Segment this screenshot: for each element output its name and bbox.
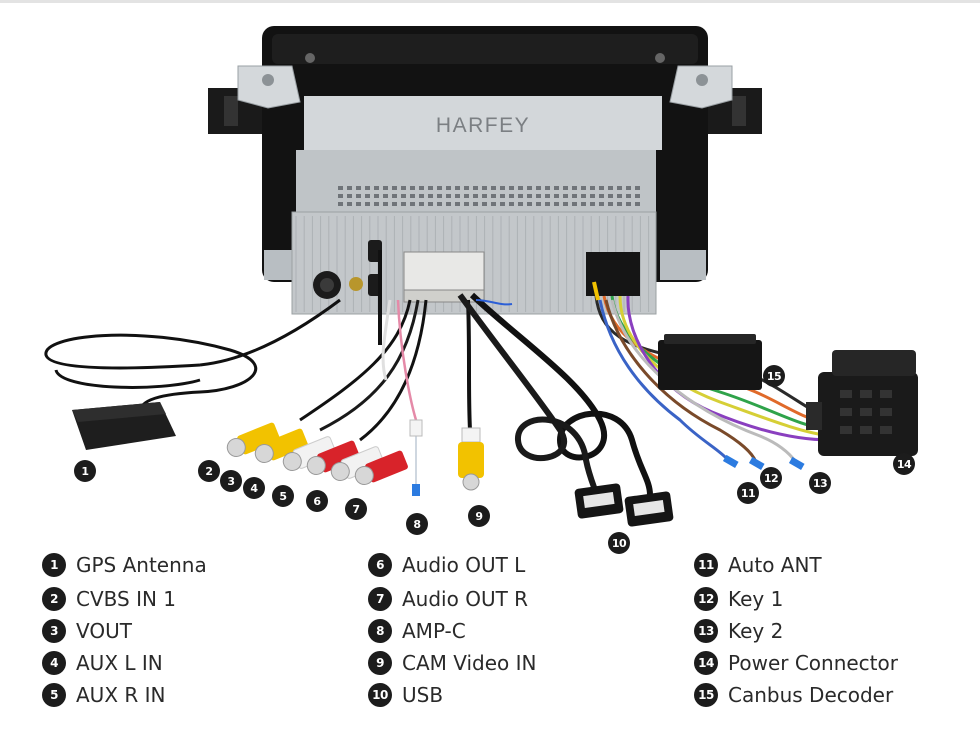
legend-item: 13 Key 2 xyxy=(694,618,783,644)
legend-label: Key 1 xyxy=(728,587,784,611)
legend-item: 4 AUX L IN xyxy=(42,650,163,676)
callout-11: 11 xyxy=(737,482,759,504)
rca-plugs xyxy=(226,422,408,485)
legend-label: Auto ANT xyxy=(728,553,822,577)
usb-plugs xyxy=(574,483,674,527)
chassis-body xyxy=(296,150,656,216)
legend-item: 10 USB xyxy=(368,682,443,708)
legend-number: 14 xyxy=(694,651,718,675)
legend-label: AUX L IN xyxy=(76,651,163,675)
callout-10: 10 xyxy=(608,532,630,554)
top-divider xyxy=(0,0,980,3)
callout-7: 7 xyxy=(345,498,367,520)
legend-label: CAM Video IN xyxy=(402,651,537,675)
legend-label: Audio OUT L xyxy=(402,553,526,577)
legend-label: GPS Antenna xyxy=(76,553,207,577)
legend-label: Power Connector xyxy=(728,651,898,675)
multi-pin-connector xyxy=(403,251,485,291)
legend-number: 10 xyxy=(368,683,392,707)
legend-item: 7 Audio OUT R xyxy=(368,586,528,612)
legend-item: 8 AMP-C xyxy=(368,618,466,644)
legend-item: 9 CAM Video IN xyxy=(368,650,537,676)
legend-label: VOUT xyxy=(76,619,132,643)
legend-item: 3 VOUT xyxy=(42,618,132,644)
legend-item: 14 Power Connector xyxy=(694,650,898,676)
camera-rca-plug xyxy=(458,427,484,491)
legend-label: USB xyxy=(402,683,444,707)
power-connector xyxy=(806,350,918,456)
callout-14: 14 xyxy=(893,453,915,475)
callout-8: 8 xyxy=(406,513,428,535)
legend-number: 2 xyxy=(42,587,66,611)
mounting-ears xyxy=(237,65,733,109)
legend-item: 6 Audio OUT L xyxy=(368,552,525,578)
legend-item: 5 AUX R IN xyxy=(42,682,166,708)
callout-2: 2 xyxy=(198,460,220,482)
legend-number: 3 xyxy=(42,619,66,643)
canbus-decoder-box xyxy=(658,340,762,390)
callout-3: 3 xyxy=(220,470,242,492)
legend-item: 12 Key 1 xyxy=(694,586,783,612)
legend-number: 13 xyxy=(694,619,718,643)
legend-number: 15 xyxy=(694,683,718,707)
callout-9: 9 xyxy=(468,505,490,527)
radio-antenna-port xyxy=(349,277,363,291)
legend-number: 4 xyxy=(42,651,66,675)
legend-item: 1 GPS Antenna xyxy=(42,552,207,578)
legend-item: 11 Auto ANT xyxy=(694,552,822,578)
callout-5: 5 xyxy=(272,485,294,507)
callout-4: 4 xyxy=(243,477,265,499)
legend-label: AUX R IN xyxy=(76,683,166,707)
legend-label: Audio OUT R xyxy=(402,587,529,611)
legend-item: 15 Canbus Decoder xyxy=(694,682,893,708)
head-unit-illustration: HARFEY xyxy=(44,26,918,527)
callout-13: 13 xyxy=(809,472,831,494)
av-cable-bundle xyxy=(299,250,653,501)
legend-number: 8 xyxy=(368,619,392,643)
callout-1: 1 xyxy=(74,460,96,482)
legend-number: 7 xyxy=(368,587,392,611)
callout-6: 6 xyxy=(306,490,328,512)
callout-12: 12 xyxy=(760,467,782,489)
gps-antenna xyxy=(44,298,341,450)
legend-number: 5 xyxy=(42,683,66,707)
legend-number: 9 xyxy=(368,651,392,675)
callout-15: 15 xyxy=(763,365,785,387)
legend-number: 1 xyxy=(42,553,66,577)
chassis-top xyxy=(304,96,662,150)
vent-grille xyxy=(338,186,640,206)
amp-c-tip xyxy=(412,484,420,496)
brand-logo: HARFEY xyxy=(436,114,530,137)
legend-label: AMP-C xyxy=(402,619,466,643)
legend-label: Canbus Decoder xyxy=(728,683,894,707)
legend-label: CVBS IN 1 xyxy=(76,587,177,611)
legend-label: Key 2 xyxy=(728,619,784,643)
legend-item: 2 CVBS IN 1 xyxy=(42,586,176,612)
legend-number: 12 xyxy=(694,587,718,611)
legend-number: 11 xyxy=(694,553,718,577)
legend-number: 6 xyxy=(368,553,392,577)
